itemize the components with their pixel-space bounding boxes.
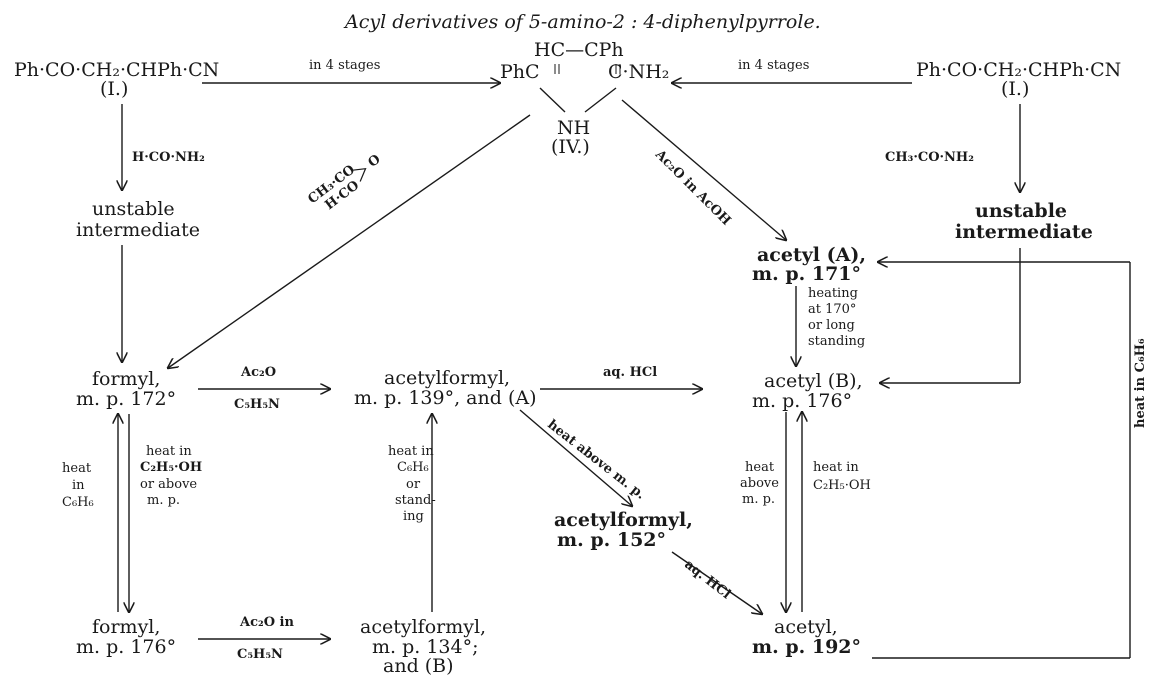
acetylformyl-134-mp: m. p. 134°; (372, 636, 479, 658)
label-heat-ethanol-right-2: C₂H₅·OH (813, 478, 871, 493)
label-heat-ethanol-right-1: heat in (813, 460, 859, 475)
label-heating-2: at 170° (808, 302, 857, 317)
ketonitrile-left-number: (I.) (100, 78, 129, 100)
arrow-acetylformyl152-to-acetyl192 (671, 551, 762, 614)
label-heat-above-1: heat (745, 460, 775, 475)
formyl-176-mp: m. p. 176° (76, 636, 177, 658)
unstable-right-1: unstable (975, 200, 1068, 222)
unstable-left-2: intermediate (76, 219, 200, 241)
acetylformyl-134-name: acetylformyl, (360, 616, 487, 638)
label-aq-hcl-top: aq. HCl (603, 365, 658, 380)
acetyl-b-name: acetyl (B), (764, 370, 863, 392)
acetylformyl-139-mp: m. p. 139°, and (A) (354, 387, 537, 409)
label-heating-1: heating (808, 286, 858, 301)
formyl-172-name: formyl, (92, 368, 161, 390)
unstable-right-2: intermediate (955, 221, 1093, 243)
ring-bond-c2-n (539, 87, 566, 113)
ketonitrile-right: Ph·CO·CH₂·CHPh·CN (916, 59, 1122, 81)
diagram-title: Acyl derivatives of 5-amino-2 : 4-diphen… (345, 11, 821, 33)
acetylformyl-152-mp: m. p. 152° (557, 529, 667, 551)
mixed-anhydride-brace (351, 167, 367, 182)
label-ac2o-top: Ac₂O (241, 365, 277, 380)
acetylformyl-134-and-b: and (B) (383, 655, 454, 677)
acetyl-a-mp: m. p. 171° (752, 263, 862, 285)
label-in-4-stages-left: in 4 stages (309, 58, 381, 73)
label-ac2o-in-bottom: Ac₂O in (240, 615, 294, 630)
label-heat-in-benzene-3: C₆H₆ (62, 495, 94, 510)
pyrrole-ring-left: PhC (500, 61, 540, 83)
pyrrole-nh: NH (557, 117, 591, 139)
pyrrole-ring-right: C·NH₂ (608, 61, 670, 83)
label-formamide: H·CO·NH₂ (132, 150, 205, 165)
label-heat-in-benzene-2: in (72, 478, 85, 493)
label-heat-ethanol-1: heat in (146, 444, 192, 459)
acetyl-b-mp: m. p. 176° (752, 390, 853, 412)
label-heat-above-2: above (740, 476, 779, 491)
ketonitrile-left: Ph·CO·CH₂·CHPh·CN (14, 59, 220, 81)
label-heat-ethanol-4: m. p. (147, 493, 181, 508)
label-heat-in-benzene-1: heat (62, 461, 92, 476)
label-heat-benzene-standing-5: ing (403, 509, 424, 524)
arrow-acetylformyl139-to-152 (519, 409, 632, 506)
acetyl-192-mp: m. p. 192° (752, 636, 862, 658)
acetyl-192-name: acetyl, (774, 616, 838, 638)
acetylformyl-152-name: acetylformyl, (554, 509, 693, 531)
formyl-176-name: formyl, (92, 616, 161, 638)
label-heating-3: or long (808, 318, 855, 333)
arrow-pyrrole-to-acetyl-a (621, 99, 786, 240)
label-heat-benzene-standing-4: stand- (395, 493, 436, 508)
label-heat-above-3: m. p. (742, 492, 776, 507)
label-heat-ethanol-2: C₂H₅·OH (140, 460, 203, 475)
label-acetamide: CH₃·CO·NH₂ (885, 150, 974, 165)
arrow-pyrrole-to-formyl172 (168, 114, 531, 368)
pyrrole-ring-top: HC—CPh (534, 39, 624, 61)
acetyl-a-name: acetyl (A), (757, 244, 866, 266)
label-pyridine-top: C₅H₅N (234, 397, 280, 412)
label-heating-4: standing (808, 334, 866, 349)
label-in-4-stages-right: in 4 stages (738, 58, 810, 73)
unstable-left-1: unstable (92, 198, 175, 220)
ketonitrile-right-number: (I.) (1001, 78, 1030, 100)
label-heat-benzene-standing-2: C₆H₆ (397, 460, 429, 475)
label-heat-ethanol-3: or above (140, 477, 198, 492)
ring-bond-c5-n (584, 87, 617, 113)
formyl-172-mp: m. p. 172° (76, 388, 177, 410)
label-heat-benzene-standing-3: or (406, 477, 421, 492)
acetylformyl-139-name: acetylformyl, (384, 367, 511, 389)
label-pyridine-bottom: C₅H₅N (237, 647, 283, 662)
label-heat-benzene-standing-1: heat in (388, 444, 434, 459)
pyrrole-number: (IV.) (551, 136, 590, 158)
